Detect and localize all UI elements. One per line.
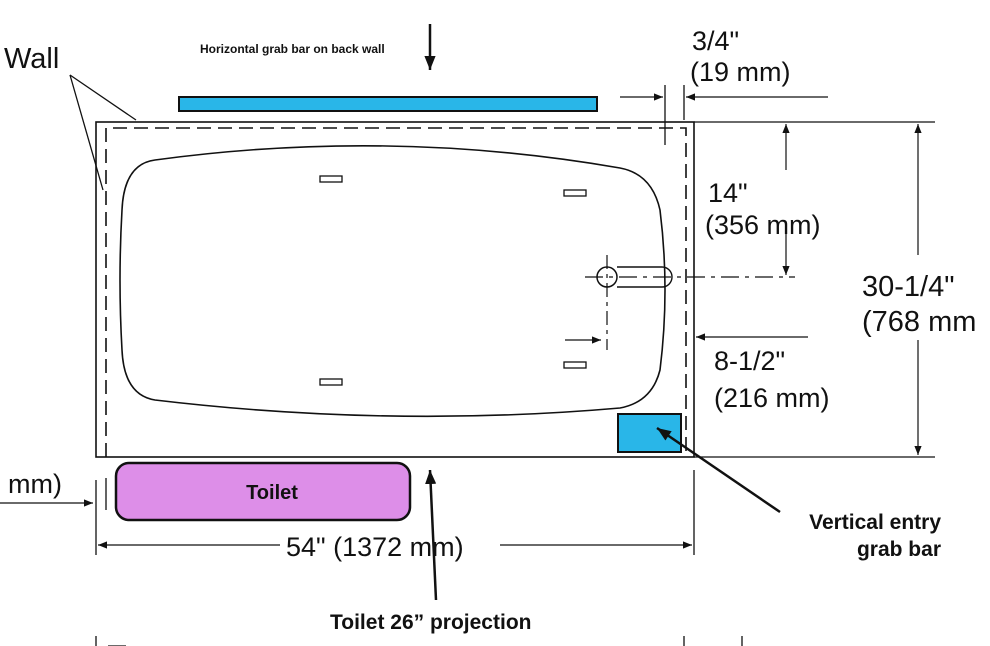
vertical-grab-bar [617,413,682,453]
toilet-projection-arrow [425,469,438,601]
wall-leader [69,74,104,191]
depth-inches: 30-1/4" [862,271,955,303]
vertical-grab-bar-label-line2: grab bar [857,538,941,561]
drain-to-end-inches: 8-1/2" [714,346,785,376]
drain-to-end-mm: (216 mm) [714,383,830,413]
slot [563,189,587,197]
left-partial-dimension: mm) [8,469,62,499]
depth-mm: (768 mm [862,306,976,338]
slot [319,175,343,183]
vertical-grab-bar-label-line1: Vertical entry [809,511,941,534]
slot [319,378,343,386]
horizontal-grab-bar [178,96,598,112]
overflow [617,266,673,288]
wall-leader [69,74,137,121]
slot [563,361,587,369]
offset-inches: 3/4" [692,26,739,56]
tub-basin [119,144,666,418]
offset-mm: (19 mm) [690,57,791,87]
length-dimension: 54" (1372 mm) [286,532,464,562]
vertical-grab-bar-arrow [656,426,781,514]
toilet [114,461,412,522]
tub-outline [95,121,695,458]
wall-label: Wall [4,43,59,75]
drain-to-back-inches: 14" [708,178,748,208]
wall-dashed-line [105,127,687,457]
toilet-label: Toilet [246,482,298,504]
back-grab-bar-label: Horizontal grab bar on back wall [200,42,385,56]
drain-to-back-mm: (356 mm) [705,210,821,240]
toilet-projection-label: Toilet 26” projection [330,611,531,634]
